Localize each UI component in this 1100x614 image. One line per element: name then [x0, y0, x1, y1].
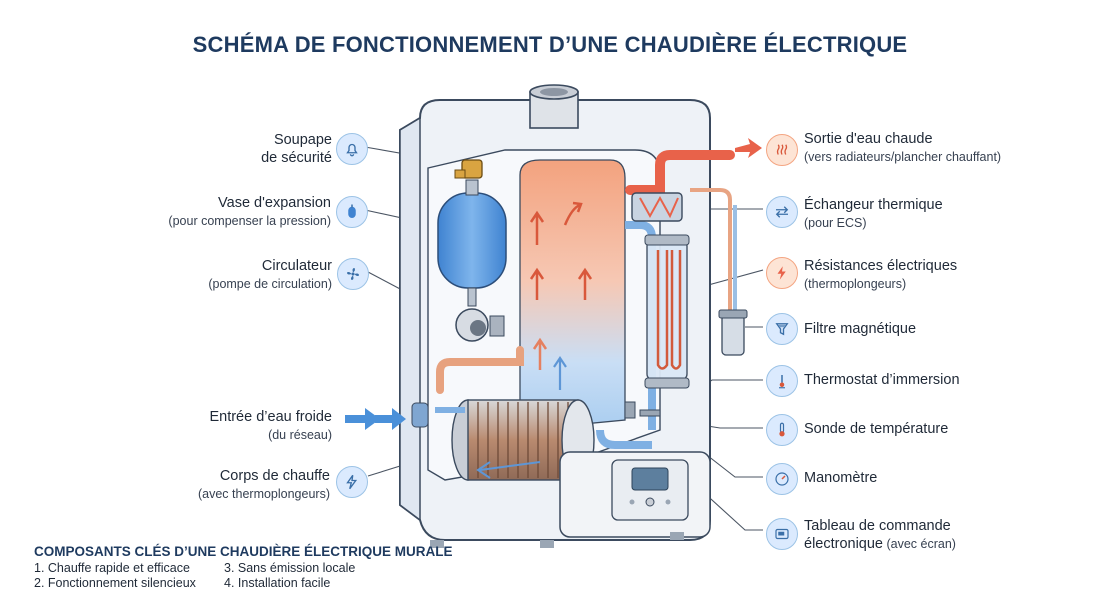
footer-item: 2. Fonctionnement silencieux — [34, 576, 196, 590]
gauge-icon — [766, 463, 798, 495]
screen-icon — [766, 518, 798, 550]
lightning-icon — [336, 466, 368, 498]
label-entree-eau-froide: Entrée d’eau froide (du réseau) — [209, 409, 332, 442]
thermometer-icon — [766, 365, 798, 397]
page-title: SCHÉMA DE FONCTIONNEMENT D’UNE CHAUDIÈRE… — [192, 32, 908, 57]
lightning-icon-resistances — [766, 257, 798, 289]
heat-waves-icon — [766, 134, 798, 166]
footer-item: 3. Sans émission locale — [224, 561, 356, 575]
label-sonde-temperature: Sonde de température — [804, 421, 949, 437]
label-circulateur: Circulateur (pompe de circulation) — [208, 258, 332, 291]
label-thermostat-immersion: Thermostat d’immersion — [804, 372, 960, 388]
label-soupape: Soupape de sécurité — [261, 132, 332, 166]
filter-icon — [766, 313, 798, 345]
key-components-footer: COMPOSANTS CLÉS D’UNE CHAUDIÈRE ÉLECTRIQ… — [34, 544, 453, 590]
label-vase-expansion: Vase d'expansion (pour compenser la pres… — [168, 195, 331, 228]
fan-icon — [337, 258, 369, 290]
tank-icon — [336, 196, 368, 228]
label-resistances-electriques: Résistances électriques (thermoplongeurs… — [804, 258, 958, 291]
thermometer-icon-sonde — [766, 414, 798, 446]
label-tableau-commande: Tableau de commande électronique (avec é… — [804, 518, 956, 552]
label-corps-de-chauffe: Corps de chauffe (avec thermoplongeurs) — [197, 468, 330, 501]
label-echangeur-thermique: Échangeur thermique (pour ECS) — [804, 197, 943, 230]
label-sortie-eau-chaude: Sortie d'eau chaude (vers radiateurs/pla… — [804, 131, 1002, 164]
footer-heading: COMPOSANTS CLÉS D’UNE CHAUDIÈRE ÉLECTRIQ… — [34, 544, 453, 559]
label-filtre-magnetique: Filtre magnétique — [804, 321, 917, 337]
bell-icon — [336, 133, 368, 165]
exchange-arrows-icon — [766, 196, 798, 228]
footer-item: 4. Installation facile — [224, 576, 331, 590]
label-manometre: Manomètre — [804, 470, 878, 486]
footer-item: 1. Chauffe rapide et efficace — [34, 561, 190, 575]
